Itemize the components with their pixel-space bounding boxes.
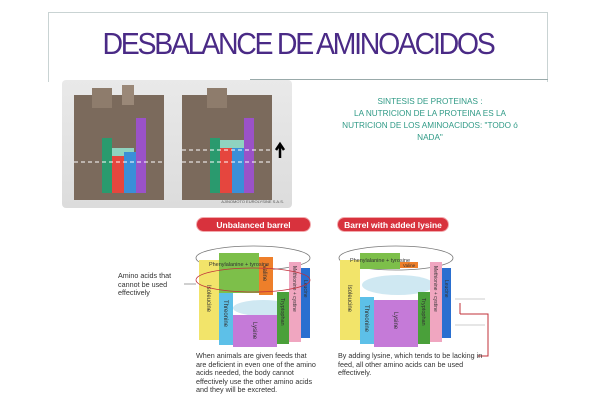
stave-label-trp: Tryptophan: [279, 298, 285, 326]
stave-label-phe: Phenylalanine + tyrosine: [350, 258, 410, 264]
unbalanced-barrel-label: Unbalanced barrel: [196, 217, 311, 232]
divider: [250, 79, 548, 80]
stave-label-trp: Tryptophan: [420, 298, 426, 326]
sintesis-text: SINTESIS DE PROTEINAS : LA NUTRICION DE …: [340, 96, 520, 144]
sintesis-line: NUTRICION DE LOS AMINOACIDOS: "TODO ó: [342, 121, 518, 130]
wooden-barrels-illustration: [74, 85, 286, 200]
title-frame: [48, 12, 548, 82]
stave-label-leu: Leucine: [302, 280, 308, 298]
stave-label-thr: Threonine: [222, 300, 228, 328]
arrow-up-icon: [274, 141, 286, 158]
stave-label-met: Methionine + cystine: [291, 266, 297, 312]
stave-label-val: Valine: [261, 265, 267, 282]
added-lysine-label: Barrel with added lysine: [337, 217, 449, 232]
stave-label-leu: Leucine: [443, 280, 449, 298]
photo-credit: AJINOMOTO EUROLYSINE S.A.S.: [221, 199, 284, 204]
connector-lines: [184, 283, 489, 357]
stave-label-thr: Threonine: [363, 305, 369, 333]
sintesis-line: LA NUTRICION DE LA PROTEINA ES LA: [354, 109, 506, 118]
left-caption: When animals are given feeds that are de…: [196, 351, 316, 395]
stave-label-iso: Isoleucine: [346, 285, 352, 313]
stave-label-lys: Lysine: [392, 312, 398, 330]
barrel-photo: AJINOMOTO EUROLYSINE S.A.S.: [62, 80, 292, 208]
stave-label-lys: Lysine: [251, 322, 257, 340]
right-caption: By adding lysine, which tends to be lack…: [338, 351, 483, 378]
side-label: Amino acids that cannot be used effectiv…: [118, 271, 172, 298]
stave-label-met: Methionine + cystine: [432, 266, 438, 312]
sintesis-line: SINTESIS DE PROTEINAS :: [377, 97, 483, 106]
wooden-barrel-left: [74, 85, 164, 200]
unbalanced-barrel: Phenylalanine + tyrosine Isoleucine Vali…: [195, 245, 311, 347]
wooden-barrel-right: [182, 88, 272, 200]
stave-label-iso: Isoleucine: [205, 285, 211, 313]
balanced-barrel: Phenylalanine + tyrosine Valine Isoleuci…: [338, 245, 454, 347]
stave-label-val: Valine: [403, 263, 416, 268]
sintesis-line: NADA": [417, 133, 443, 142]
stave-label-phe: Phenylalanine + tyrosine: [209, 262, 269, 268]
slide-title: DESBALANCE DE AMINOACIDOS: [102, 26, 495, 61]
